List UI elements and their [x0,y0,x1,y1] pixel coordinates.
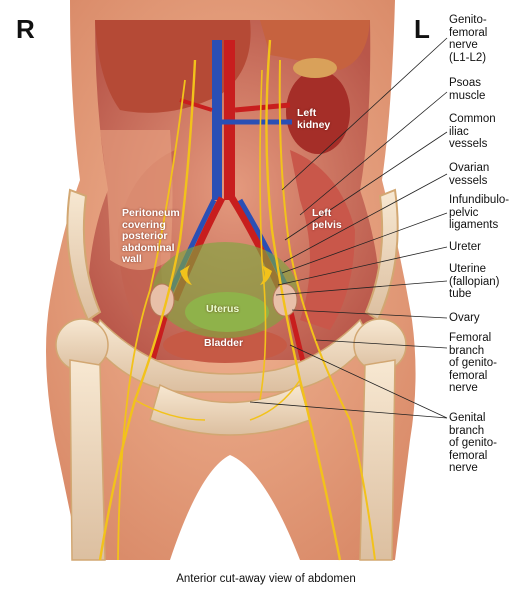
callout-uterine-tube: Uterine (fallopian) tube [449,263,500,300]
psoas-muscle [290,150,355,330]
renal-artery [234,102,291,113]
bladder [163,327,287,363]
label-peritoneum: Peritoneum covering posterior abdominal … [122,207,180,265]
label-left-kidney: Left kidney [297,107,331,131]
label-left-pelvis: Left pelvis [312,207,342,231]
callout-psoas-muscle: Psoas muscle [449,77,486,102]
left-ovary [272,283,298,317]
left-iliac-crest [364,188,399,322]
callout-femoral-branch: Femoral branch of genito- femoral nerve [449,332,497,394]
left-genitofemoral-nerve [265,39,342,561]
right-fallopian-fimbriae [180,265,192,285]
right-nerve-strand-2 [117,79,186,561]
stomach [260,20,370,70]
callout-infundibulopelvic: Infundibulo- pelvic ligaments [449,194,510,231]
left-nerve-strand-2 [278,59,376,561]
label-bladder: Bladder [204,337,244,349]
callout-genitofemoral-nerve: Genito- femoral nerve (L1-L2) [449,14,488,64]
callout-ovary: Ovary [449,312,480,324]
right-iliac-crest [66,188,102,322]
left-side-marker: L [414,14,430,44]
genital-branch-right [134,399,206,421]
right-femur [69,359,106,561]
left-fallopian-fimbriae [260,265,272,285]
right-side-marker: R [16,14,35,44]
callout-ovarian-vessels: Ovarian vessels [449,162,490,187]
genital-branch-left [249,379,301,421]
leader-lines [249,37,448,419]
vena-cava [212,40,222,200]
figure-caption: Anterior cut-away view of abdomen [176,573,356,585]
callout-genital-branch: Genital branch of genito- femoral nerve [449,412,497,474]
left-femur [359,359,396,561]
callout-ureter: Ureter [449,241,481,253]
uterus-body [185,292,269,332]
liver [95,20,251,113]
left-adrenal [293,58,337,78]
callout-common-iliac-vessels: Common iliac vessels [449,113,496,150]
right-renal-artery [179,98,213,112]
right-genitofemoral-nerve [98,59,197,561]
label-uterus: Uterus [206,303,240,315]
left-nerve-strand-3 [259,69,267,401]
peritoneum-region [100,130,173,270]
left-kidney [286,70,350,154]
